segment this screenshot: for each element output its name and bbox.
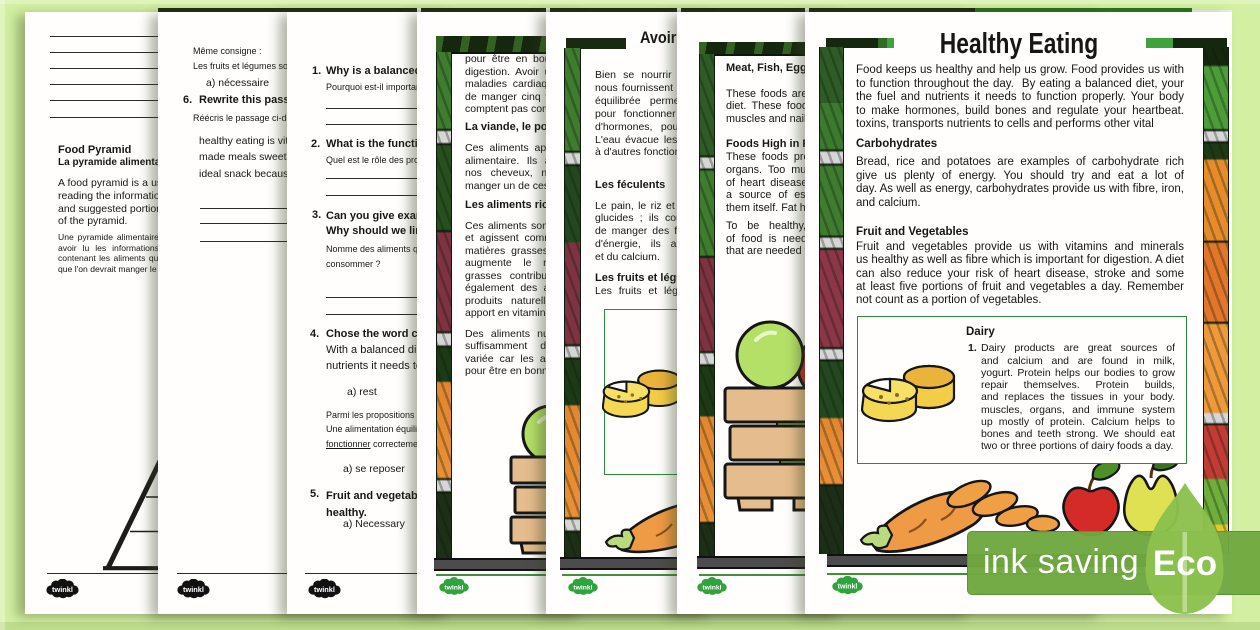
- svg-text:twinkl: twinkl: [314, 585, 335, 594]
- svg-text:twinkl: twinkl: [573, 584, 592, 591]
- svg-text:twinkl: twinkl: [52, 585, 73, 594]
- svg-text:twinkl: twinkl: [702, 584, 721, 591]
- svg-text:twinkl: twinkl: [183, 585, 204, 594]
- svg-text:twinkl: twinkl: [838, 584, 858, 591]
- svg-text:twinkl: twinkl: [444, 584, 463, 591]
